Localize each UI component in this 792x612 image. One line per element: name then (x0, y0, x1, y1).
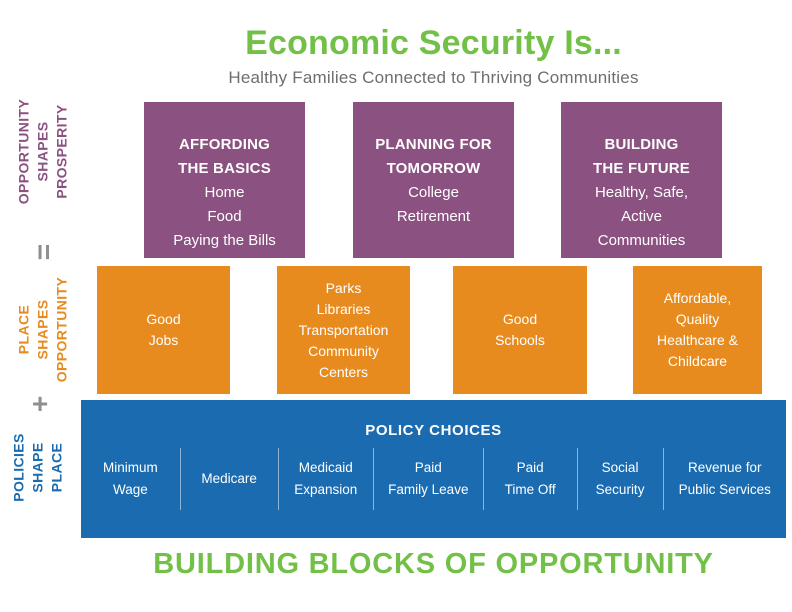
prosperity-box-heading: AFFORDING THE BASICS (178, 136, 271, 177)
policy-item-paid-family-leave: Paid Family Leave (372, 448, 483, 510)
side-label-opportunity-shapes-prosperity: OPPORTUNITY SHAPES PROSPERITY (15, 98, 70, 205)
policy-choices-heading: POLICY CHOICES (365, 422, 502, 439)
prosperity-box-heading: PLANNING FOR TOMORROW (375, 136, 492, 177)
header: Economic Security Is... Healthy Families… (81, 24, 786, 88)
policy-item-medicaid-expansion: Medicaid Expansion (277, 448, 373, 510)
side-label-policies-shape-place: POLICIES SHAPE PLACE (10, 433, 65, 502)
page-subtitle: Healthy Families Connected to Thriving C… (228, 68, 639, 87)
plus-sign: + (31, 388, 49, 419)
prosperity-box-building-the-future: BUILDING THE FUTURE Healthy, Safe, Activ… (561, 102, 722, 258)
place-box-parks-libraries: Parks Libraries Transportation Community… (277, 266, 410, 394)
footer-caption: BUILDING BLOCKS OF OPPORTUNITY (153, 548, 714, 580)
policy-item-minimum-wage: Minimum Wage (102, 460, 158, 497)
footer: BUILDING BLOCKS OF OPPORTUNITY (81, 548, 786, 581)
prosperity-box-planning-for-tomorrow: PLANNING FOR TOMORROW College Retirement (353, 102, 514, 258)
prosperity-box-affording-the-basics: AFFORDING THE BASICS Home Food Paying th… (144, 102, 305, 258)
prosperity-box-details: Healthy, Safe, Active Communities (594, 184, 689, 249)
policy-item-revenue-public-services: Revenue for Public Services (662, 448, 786, 510)
page-title: Economic Security Is... (245, 24, 622, 62)
policy-item-paid-time-off: Paid Time Off (482, 448, 577, 510)
policy-items-row: Minimum Wage Medicare Medicaid Expansion… (81, 448, 786, 510)
prosperity-box-details: Home Food Paying the Bills (173, 184, 276, 249)
prosperity-box-details: College Retirement (396, 184, 471, 225)
policy-item-social-security: Social Security (576, 448, 663, 510)
place-box-healthcare-childcare: Affordable, Quality Healthcare & Childca… (633, 266, 762, 394)
policy-item-medicare: Medicare (179, 448, 278, 510)
prosperity-box-heading: BUILDING THE FUTURE (593, 136, 690, 177)
place-box-good-schools: Good Schools (453, 266, 587, 394)
place-box-good-jobs: Good Jobs (97, 266, 230, 394)
policy-choices-bar: POLICY CHOICES Minimum Wage Medicare Med… (81, 400, 786, 538)
